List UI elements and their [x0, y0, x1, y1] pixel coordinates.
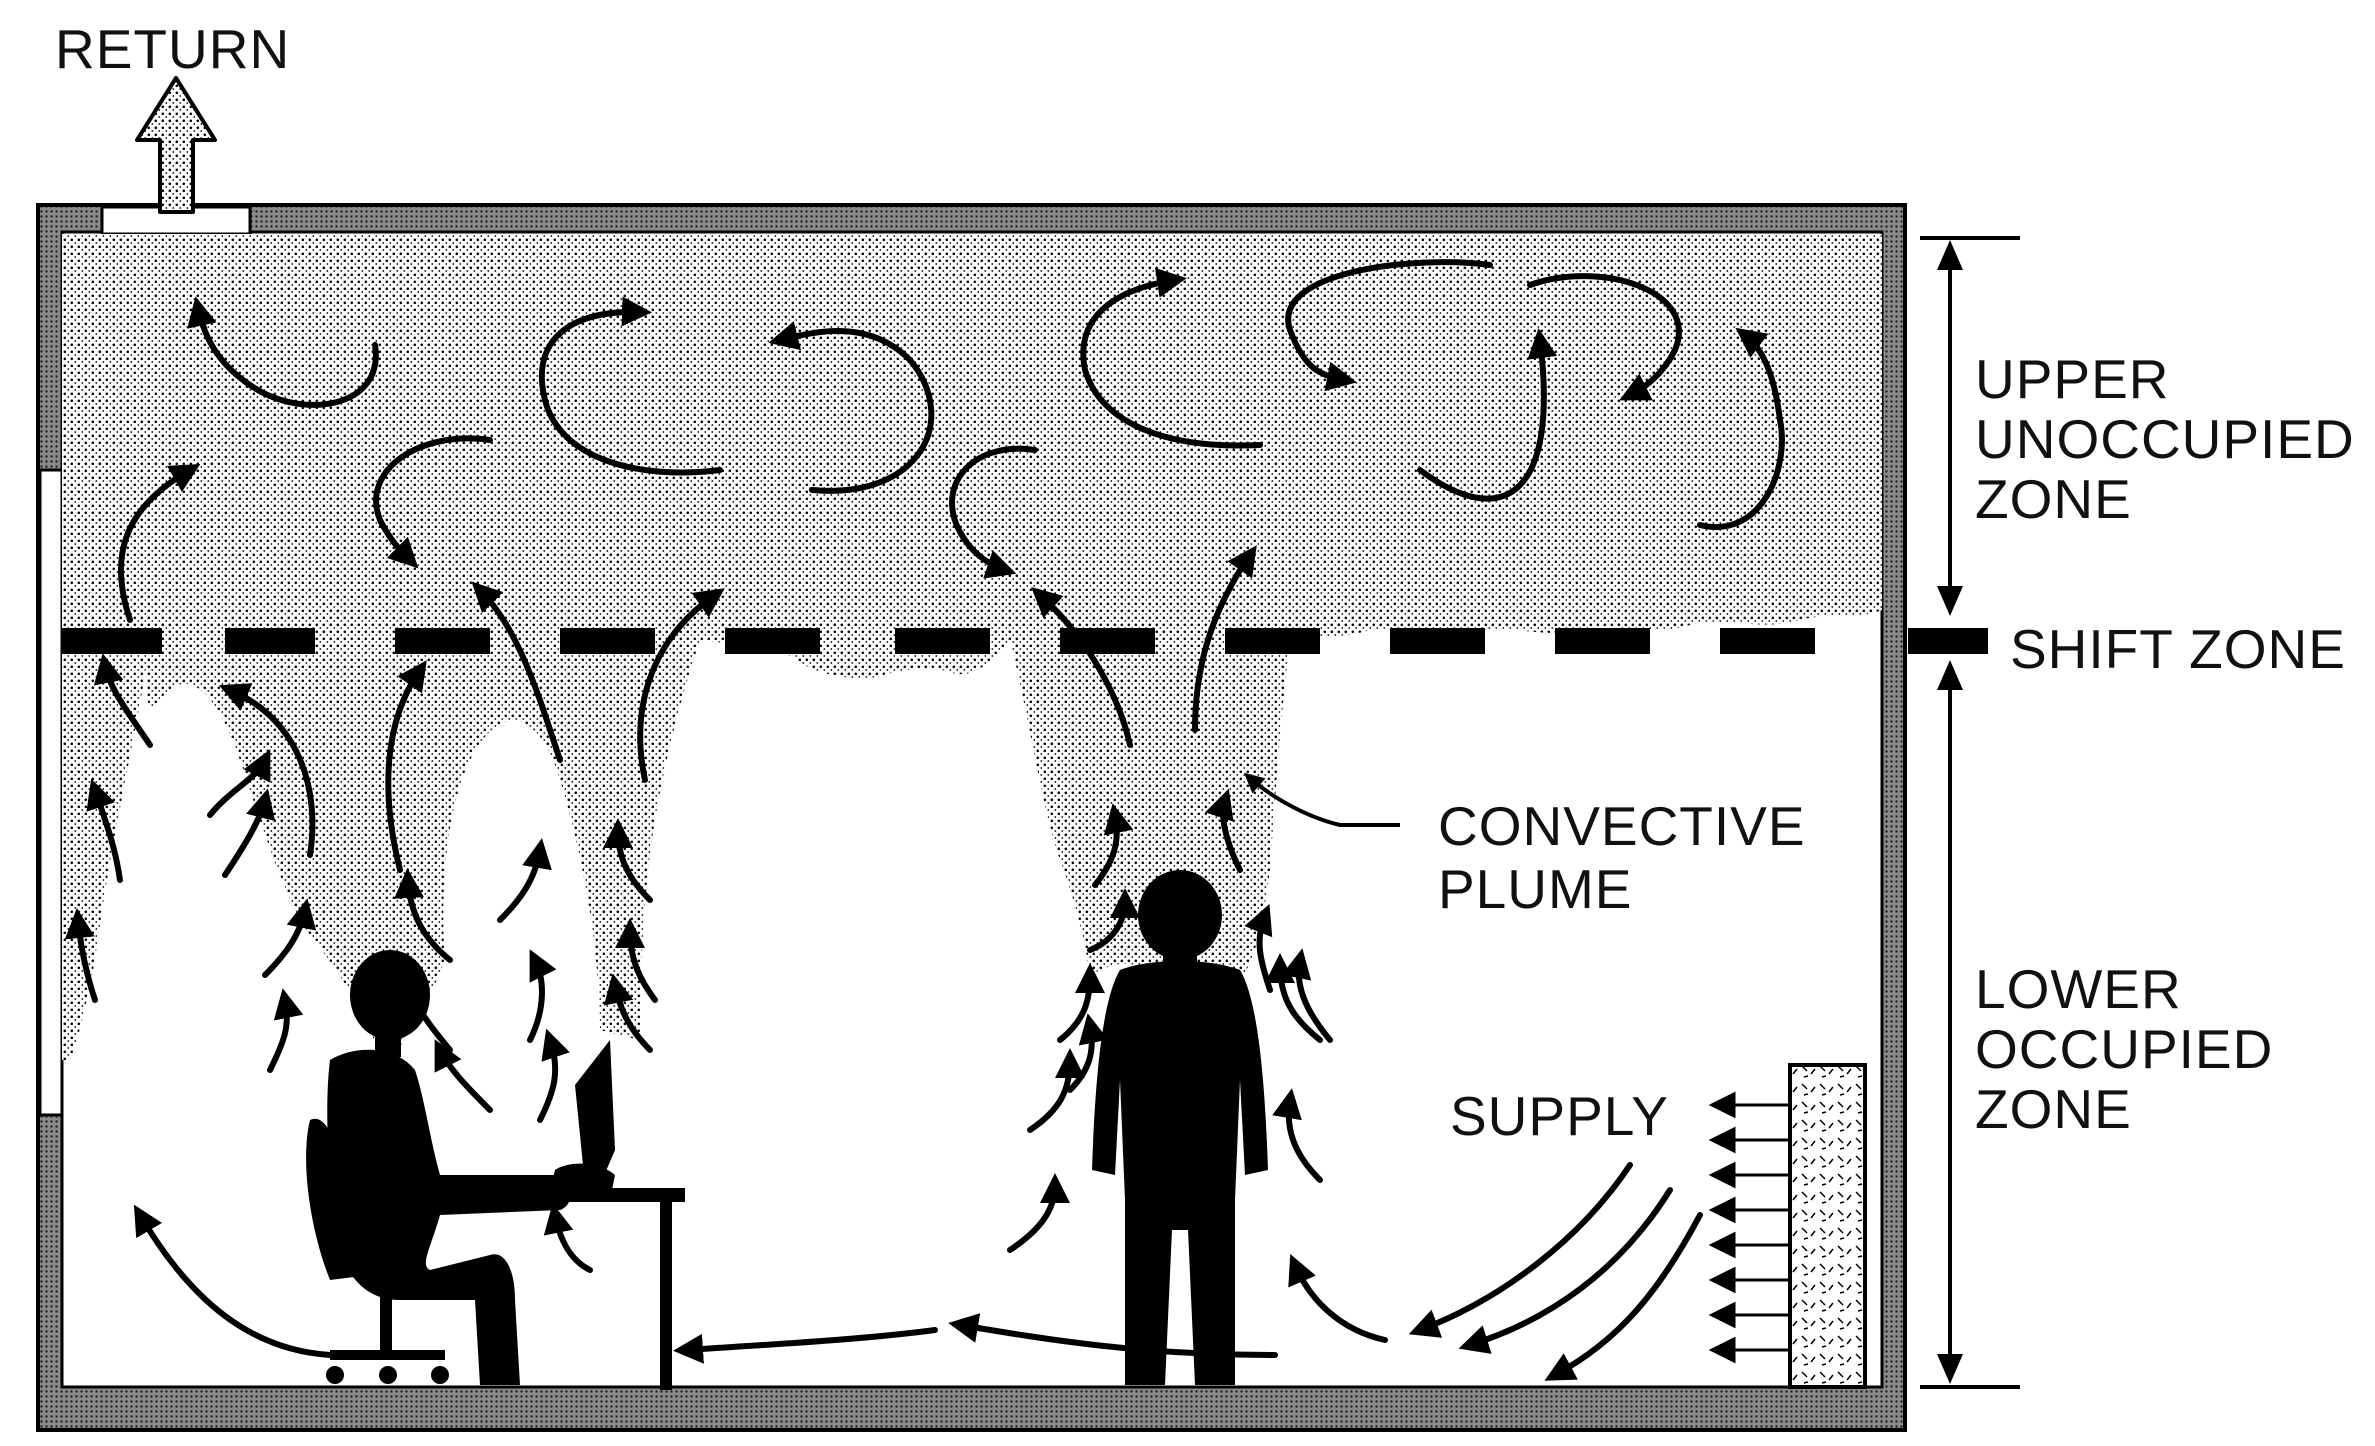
monitor	[575, 1040, 615, 1185]
plume-leader	[1243, 772, 1400, 827]
label-supply: SUPPLY	[1450, 1085, 1669, 1147]
standing-person-icon	[1092, 870, 1268, 1385]
supply-diffuser	[1708, 1063, 1867, 1389]
upper-circulation-arrows	[117, 259, 1785, 623]
zone-dimension-lines	[1908, 236, 2020, 1389]
label-convective-plume: CONVECTIVE PLUME	[1438, 795, 1822, 920]
window	[38, 468, 64, 1117]
plume-seated-person	[145, 640, 701, 1055]
label-upper-zone: UPPER UNOCCUPIED ZONE	[1975, 348, 2371, 530]
lower-plumes	[62, 640, 1290, 1060]
return-arrow-icon	[135, 76, 217, 214]
shift-zone-line	[62, 628, 1815, 654]
plume-arrows	[64, 545, 1333, 1273]
chair-back	[306, 1118, 370, 1280]
upper-zone-air	[62, 234, 1882, 679]
plume-standing-person	[1010, 640, 1290, 980]
label-return: RETURN	[55, 18, 290, 80]
label-lower-zone: LOWER OCCUPIED ZONE	[1975, 958, 2290, 1140]
seated-person-icon	[306, 950, 572, 1385]
label-shift-zone: SHIFT ZONE	[2010, 618, 2346, 680]
